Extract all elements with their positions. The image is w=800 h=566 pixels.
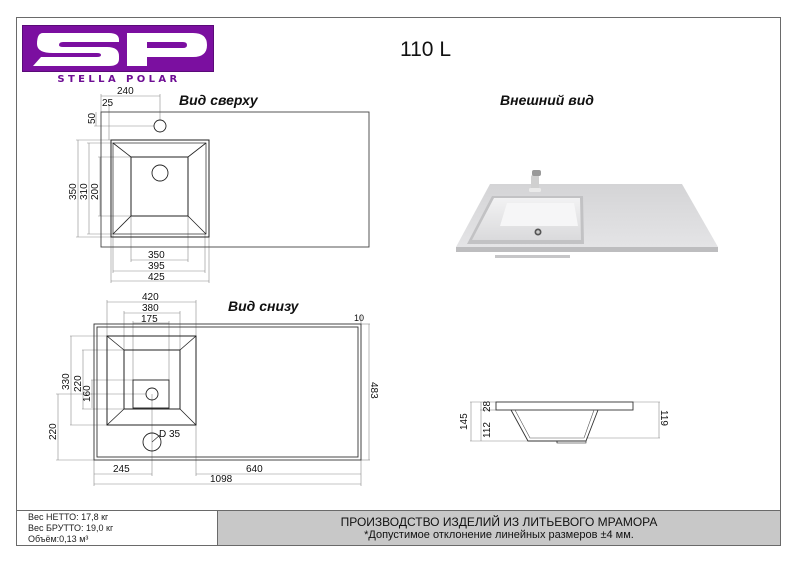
bottom-view-title: Вид снизу	[228, 298, 299, 314]
dim-395: 395	[148, 261, 165, 272]
production-line: ПРОИЗВОДСТВО ИЗДЕЛИЙ ИЗ ЛИТЬЕВОГО МРАМОР…	[340, 515, 658, 529]
dim-200: 200	[90, 183, 101, 200]
side-view: 145 28 112 119	[459, 400, 669, 444]
top-view-title: Вид сверху	[179, 92, 258, 108]
brand-logo	[22, 25, 214, 72]
exterior-view-render	[456, 170, 718, 258]
faucet-hole-bottom	[142, 432, 162, 452]
dim-160: 160	[82, 385, 93, 402]
dim-245: 245	[113, 464, 130, 475]
top-view: 240 25 50 350 310 200 350 395 425	[68, 86, 370, 283]
bottom-view: 420 380 175 10 330 220 160 220 D 35 483 …	[48, 292, 379, 486]
dim-1098: 1098	[210, 474, 233, 485]
spec-volume: Объём:0,13 м³	[28, 534, 89, 544]
tolerance-note: *Допустимое отклонение линейных размеров…	[364, 529, 634, 541]
spec-net-weight: Вес НЕТТО: 17,8 кг	[28, 512, 109, 522]
dim-175: 175	[141, 314, 158, 325]
dim-330: 330	[61, 373, 72, 390]
faucet-hole	[153, 119, 167, 133]
drain-hole-bottom	[145, 387, 159, 401]
dim-310: 310	[79, 183, 90, 200]
dim-483: 483	[368, 382, 379, 399]
dim-420: 420	[142, 292, 159, 303]
dim-112: 112	[482, 422, 493, 438]
dim-240: 240	[117, 86, 134, 97]
dim-350-width: 350	[148, 250, 165, 261]
model-title: 110 L	[400, 38, 451, 61]
dim-425: 425	[148, 272, 165, 283]
dim-28: 28	[482, 400, 493, 412]
dim-220-bowl: 220	[73, 375, 84, 392]
dim-50: 50	[87, 112, 98, 124]
dim-d35: D 35	[159, 429, 181, 440]
production-note-box: ПРОИЗВОДСТВО ИЗДЕЛИЙ ИЗ ЛИТЬЕВОГО МРАМОР…	[217, 510, 781, 546]
dim-145: 145	[459, 413, 470, 430]
dim-25: 25	[102, 98, 114, 109]
dim-640: 640	[246, 464, 263, 475]
product-specs: Вес НЕТТО: 17,8 кг Вес БРУТТО: 19,0 кг О…	[28, 512, 113, 545]
brand-name: STELLA POLAR	[57, 74, 181, 85]
dim-350-depth: 350	[68, 183, 79, 200]
exterior-view-title: Внешний вид	[500, 92, 594, 108]
dim-380: 380	[142, 303, 159, 314]
dim-220-hole: 220	[48, 423, 59, 440]
dim-10: 10	[354, 313, 364, 323]
dim-119: 119	[658, 410, 669, 426]
sp-logo-icon	[33, 33, 207, 66]
drain-hole	[151, 164, 169, 182]
spec-gross-weight: Вес БРУТТО: 19,0 кг	[28, 523, 114, 533]
